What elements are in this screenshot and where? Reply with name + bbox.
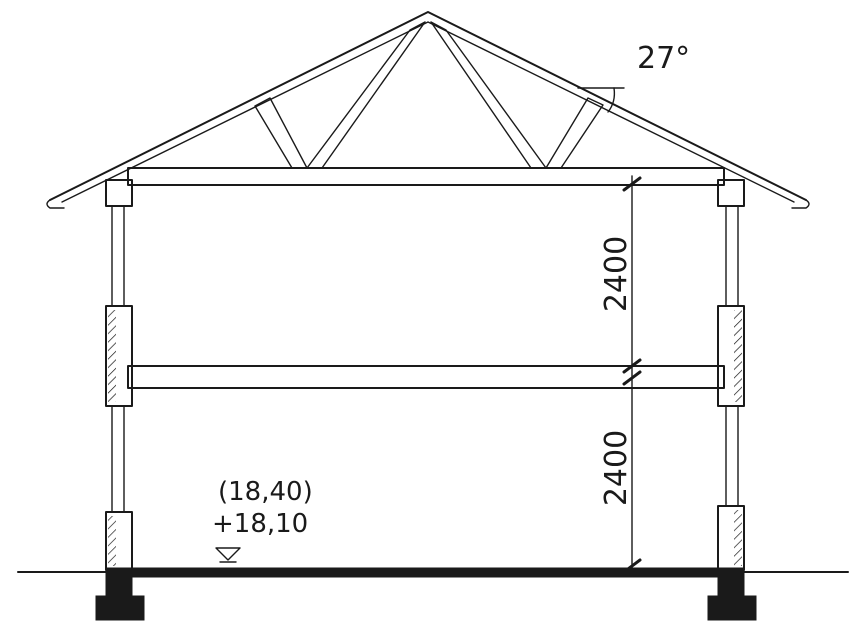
intermediate-floor-slab bbox=[127, 365, 725, 389]
left-wall-mid-block bbox=[105, 305, 133, 407]
roof: 27° bbox=[46, 11, 810, 209]
ground bbox=[17, 567, 849, 621]
right-wall bbox=[717, 179, 745, 571]
upper-height-label: 2400 bbox=[599, 236, 634, 312]
level-marker-triangle bbox=[215, 547, 241, 561]
right-wall-top-block bbox=[717, 179, 745, 207]
ground-floor-slab bbox=[105, 567, 745, 578]
truss-web-left-inner bbox=[306, 21, 426, 169]
right-footing bbox=[707, 576, 757, 621]
truss-web-right-outer bbox=[545, 97, 604, 169]
roof-outline-inner bbox=[61, 21, 795, 203]
left-wall-mid-hatch bbox=[108, 310, 116, 402]
right-wall-mid-block bbox=[717, 305, 745, 407]
left-wall-bottom-hatch bbox=[108, 516, 116, 566]
height-dimension: 2400 2400 bbox=[599, 175, 642, 574]
roof-angle-label: 27° bbox=[637, 41, 690, 76]
eave-right bbox=[791, 199, 810, 209]
left-wall-top-block bbox=[105, 179, 133, 207]
roof-angle-annotation: 27° bbox=[577, 41, 690, 113]
lower-height-label: 2400 bbox=[599, 430, 634, 506]
truss-web-left-outer bbox=[254, 97, 308, 169]
dimension-tick-mid-b bbox=[622, 370, 642, 386]
truss-web bbox=[254, 21, 604, 169]
roof-outline-outer bbox=[49, 11, 807, 201]
dimension-tick-mid-a bbox=[622, 358, 642, 374]
dimension-tick-top bbox=[622, 176, 642, 192]
structural-level-label: +18,10 bbox=[212, 509, 308, 539]
truss-bottom-chord bbox=[127, 167, 725, 186]
angle-arc bbox=[607, 87, 616, 113]
left-footing bbox=[95, 576, 145, 621]
level-annotation: (18,40) +18,10 bbox=[212, 477, 313, 563]
eave-left bbox=[46, 199, 65, 209]
right-wall-bottom-hatch bbox=[734, 510, 742, 566]
finished-level-label: (18,40) bbox=[218, 477, 313, 507]
right-wall-mid-hatch bbox=[734, 310, 742, 402]
truss-web-right-inner bbox=[430, 21, 547, 169]
